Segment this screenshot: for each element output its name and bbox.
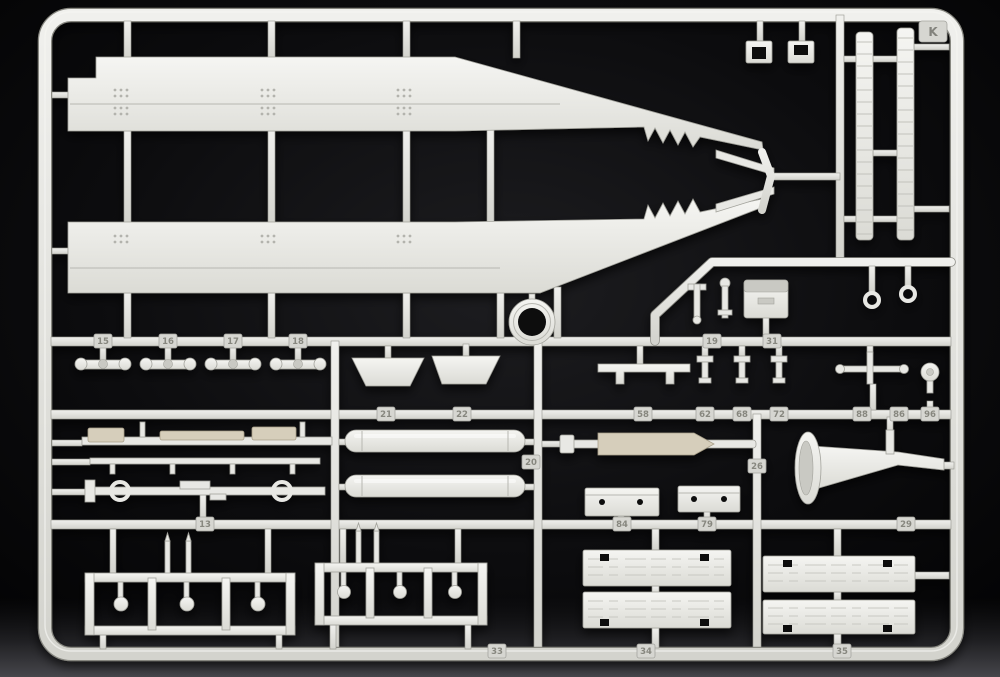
- stowage-box-part: [743, 279, 789, 339]
- svg-text:15: 15: [97, 337, 109, 347]
- part-number-tab: 84: [612, 516, 632, 532]
- wood-plate-parts: [582, 528, 732, 649]
- part-number-tab: 96: [920, 406, 940, 422]
- part-number-tabs: 15 16 17 18 21 22 58 62 68 72 88 86 96 1…: [93, 333, 940, 659]
- ring-part: [508, 293, 556, 346]
- channel-bracket-part: [597, 345, 691, 385]
- svg-text:17: 17: [227, 337, 239, 347]
- axle-part: [74, 345, 132, 371]
- svg-text:35: 35: [836, 647, 848, 657]
- exhaust-horn-part: [794, 416, 955, 505]
- part-number-tab: 62: [695, 406, 715, 422]
- part-number-tab: 13: [195, 516, 215, 532]
- part-number-tab: 58: [633, 406, 653, 422]
- trapezoid-plate-parts: [351, 343, 501, 387]
- clamp-part: [696, 345, 714, 384]
- svg-text:72: 72: [773, 410, 785, 420]
- svg-text:21: 21: [380, 410, 392, 420]
- svg-text:84: 84: [616, 520, 628, 530]
- svg-text:34: 34: [640, 647, 652, 657]
- cylinder-parts: [338, 429, 535, 498]
- mount-parts: [687, 277, 733, 325]
- svg-text:79: 79: [701, 520, 713, 530]
- axle-part: [204, 345, 262, 371]
- sprue-letter: K: [928, 25, 938, 39]
- hull-deck-lower-part: [67, 198, 764, 294]
- part-number-tab: 17: [223, 333, 243, 349]
- runners: [50, 14, 956, 648]
- dish-part: [920, 362, 940, 411]
- sprue: K 15 16 17 18 21 22 58 62 68 72 88 86 96…: [37, 7, 965, 662]
- ladder-frame-part: [314, 521, 488, 650]
- hatch-panel-parts: [584, 485, 741, 523]
- jack-rod-part: [541, 432, 757, 456]
- part-number-tab: 79: [697, 516, 717, 532]
- part-number-tab: 31: [762, 333, 782, 349]
- svg-text:29: 29: [900, 520, 912, 530]
- axle-part: [269, 345, 327, 371]
- bow-claw-parts: [715, 148, 775, 214]
- axle-parts-row: [74, 345, 327, 371]
- part-number-tab: 29: [896, 516, 916, 532]
- part-number-tab: 88: [852, 406, 872, 422]
- svg-text:16: 16: [162, 337, 174, 347]
- svg-text:19: 19: [706, 337, 718, 347]
- part-number-tab: 16: [158, 333, 178, 349]
- part-number-tab: 15: [93, 333, 113, 349]
- svg-text:33: 33: [491, 647, 503, 657]
- svg-text:96: 96: [924, 410, 936, 420]
- svg-text:88: 88: [856, 410, 868, 420]
- tow-clevis-parts: [863, 265, 917, 309]
- part-number-tab: 35: [832, 643, 852, 659]
- svg-text:62: 62: [699, 410, 711, 420]
- fitting-bar-part: [51, 479, 326, 521]
- svg-text:20: 20: [525, 458, 537, 468]
- svg-text:26: 26: [751, 462, 763, 472]
- svg-text:86: 86: [893, 410, 905, 420]
- svg-text:13: 13: [199, 520, 211, 530]
- tool-rack-part: [51, 421, 333, 475]
- svg-text:68: 68: [736, 410, 748, 420]
- part-number-tab: 22: [452, 406, 472, 422]
- part-number-tab: 26: [747, 458, 767, 474]
- clamp-part: [733, 345, 751, 384]
- wood-plate-parts: [762, 528, 950, 649]
- part-number-tab: 33: [487, 643, 507, 659]
- track-strip-parts: [843, 27, 950, 241]
- part-number-tab: 18: [288, 333, 308, 349]
- svg-text:22: 22: [456, 410, 468, 420]
- part-number-tab: 20: [521, 454, 541, 470]
- svg-text:58: 58: [637, 410, 649, 420]
- svg-text:18: 18: [292, 337, 304, 347]
- part-number-tab: 19: [702, 333, 722, 349]
- hull-deck-upper-part: [67, 56, 764, 151]
- sprue-letter-tag: K: [918, 20, 948, 43]
- part-number-tab: 21: [376, 406, 396, 422]
- part-number-tab: 72: [769, 406, 789, 422]
- clip-parts-top: [745, 40, 815, 64]
- antenna-mount-part: [835, 345, 909, 411]
- part-number-tab: 68: [732, 406, 752, 422]
- ladder-frame-part: [84, 528, 296, 650]
- svg-text:31: 31: [766, 337, 778, 347]
- part-number-tab: 34: [636, 643, 656, 659]
- part-number-tab: 86: [889, 406, 909, 422]
